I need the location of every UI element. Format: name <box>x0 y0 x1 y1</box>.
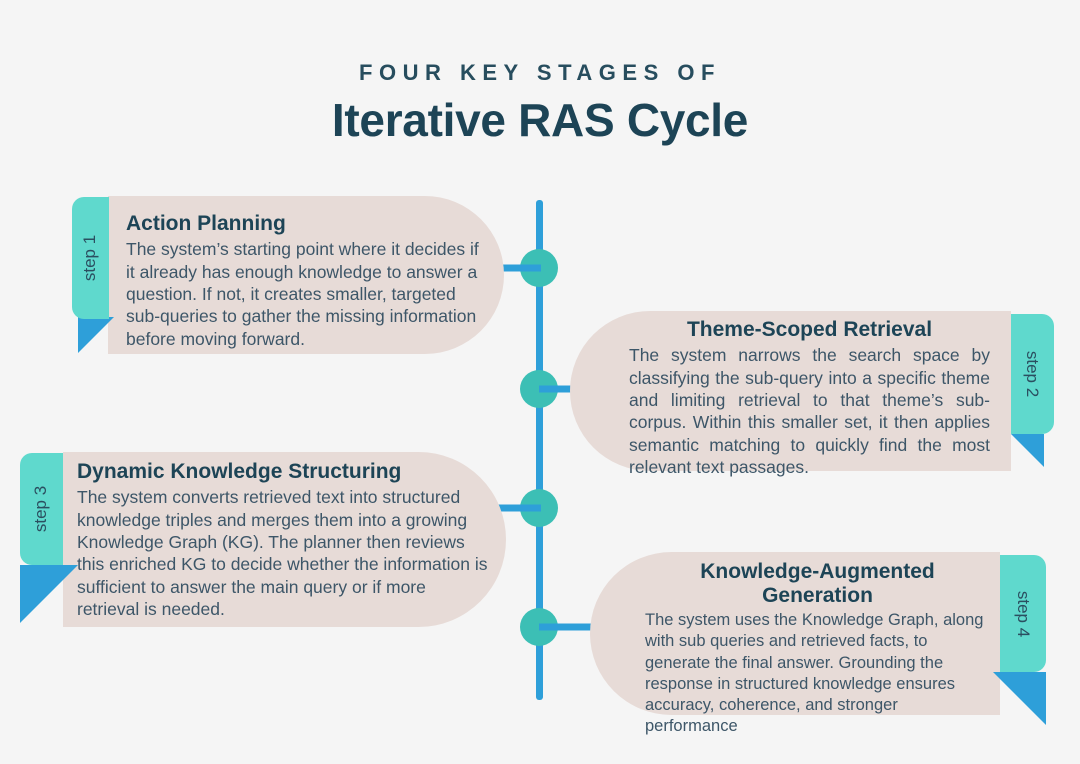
step-tab-2[interactable]: step 2 <box>1011 314 1054 434</box>
step-text-1: The system’s starting point where it dec… <box>126 239 479 349</box>
step-tab-label-3: step 3 <box>31 485 51 533</box>
fold-triangle-3 <box>20 565 78 623</box>
connector-step-1 <box>495 264 541 272</box>
step-tab-4[interactable]: step 4 <box>1000 555 1046 672</box>
step-card-3 <box>63 452 506 627</box>
step-tab-1[interactable]: step 1 <box>72 197 109 319</box>
page-title: Iterative RAS Cycle <box>331 94 749 147</box>
step-text-3: The system converts retrieved text into … <box>77 487 488 620</box>
connector-step-4 <box>539 623 594 631</box>
step-title-3: Dynamic Knowledge Structuring <box>77 460 402 483</box>
fold-triangle-1 <box>78 317 114 353</box>
connector-step-2 <box>539 385 579 393</box>
step-content-2: Theme-Scoped Retrieval The system narrow… <box>629 318 990 478</box>
step-text-2: The system narrows the search space by c… <box>629 345 990 478</box>
step-tab-label-2: step 2 <box>1023 350 1043 398</box>
header: FOUR KEY STAGES OF Iterative RAS Cycle <box>0 60 1080 147</box>
timeline-spine <box>536 200 543 700</box>
fold-triangle-4 <box>993 672 1046 725</box>
step-card-2 <box>570 311 1011 471</box>
step-title-2: Theme-Scoped Retrieval <box>686 318 933 341</box>
step-card-4 <box>590 552 1000 715</box>
eyebrow-text: FOUR KEY STAGES OF <box>359 60 721 85</box>
step-tab-3[interactable]: step 3 <box>20 453 63 565</box>
fold-triangle-2 <box>1011 434 1044 467</box>
step-content-1: Action Planning The system’s starting po… <box>126 212 486 350</box>
step-tab-label-1: step 1 <box>80 234 100 282</box>
connector-step-3 <box>497 504 541 512</box>
step-text-4: The system uses the Knowledge Graph, alo… <box>645 611 984 735</box>
step-title-1: Action Planning <box>126 212 286 235</box>
step-content-4: Knowledge-Augmented Generation The syste… <box>645 560 990 737</box>
step-card-1 <box>108 196 504 354</box>
step-content-3: Dynamic Knowledge Structuring The system… <box>77 460 489 620</box>
step-tab-label-4: step 4 <box>1014 590 1033 637</box>
step-title-4: Knowledge-Augmented Generation <box>700 560 935 608</box>
